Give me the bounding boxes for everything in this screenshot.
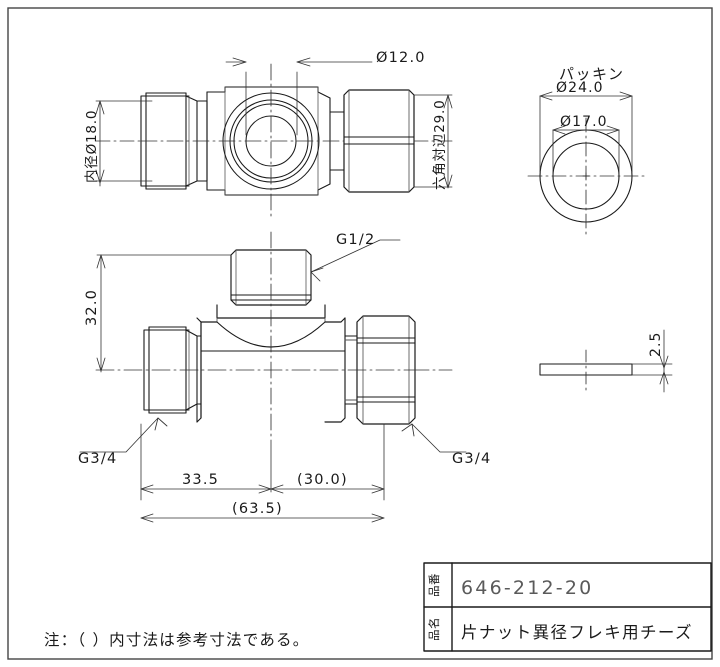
title-block-label-part-name: 品名 <box>427 617 441 641</box>
dim-height-32 <box>96 254 232 373</box>
gasket-geometry <box>527 91 673 393</box>
dim-label-gasket-outer: Ø24.0 <box>556 80 604 96</box>
thread-label-branch: G1/2 <box>336 232 375 248</box>
dim-inner-diameter <box>95 100 153 187</box>
dim-label-left-length: 33.5 <box>182 472 219 488</box>
title-block-value-part-name: 片ナット異径フレキ用チーズ <box>461 623 693 642</box>
gasket-title: パッキン <box>559 65 625 83</box>
thread-label-right-end: G3/4 <box>452 451 491 467</box>
dim-label-hex-across-flats: 六角対辺29.0 <box>432 100 448 190</box>
leader-g34-left <box>79 417 168 453</box>
title-block-value-part-number: 646-212-20 <box>461 577 593 599</box>
dim-label-overall-length: (63.5) <box>232 501 283 517</box>
dim-label-height: 32.0 <box>84 289 100 326</box>
top-view-geometry <box>95 63 453 219</box>
dim-hex-across-flats <box>413 94 453 189</box>
dim-lengths <box>140 423 385 523</box>
sheet-border <box>7 7 713 660</box>
dim-bore-diameter <box>225 57 373 136</box>
thread-label-left-end: G3/4 <box>78 451 117 467</box>
dim-label-inner-diameter: 内径Ø18.0 <box>84 110 100 183</box>
side-elevation-geometry <box>95 231 453 441</box>
title-block-frame <box>423 562 712 652</box>
dim-label-gasket-thickness: 2.5 <box>648 331 664 357</box>
leader-g12 <box>310 239 401 282</box>
title-block-label-part-number: 品番 <box>427 573 441 597</box>
dim-label-bore-diameter: Ø12.0 <box>376 50 426 66</box>
drawing-note: 注：（ ）内寸法は参考寸法である。 <box>44 631 309 649</box>
leader-g34-right <box>401 423 467 453</box>
dim-label-gasket-inner: Ø17.0 <box>560 114 608 130</box>
dim-label-right-length: (30.0) <box>297 472 348 488</box>
